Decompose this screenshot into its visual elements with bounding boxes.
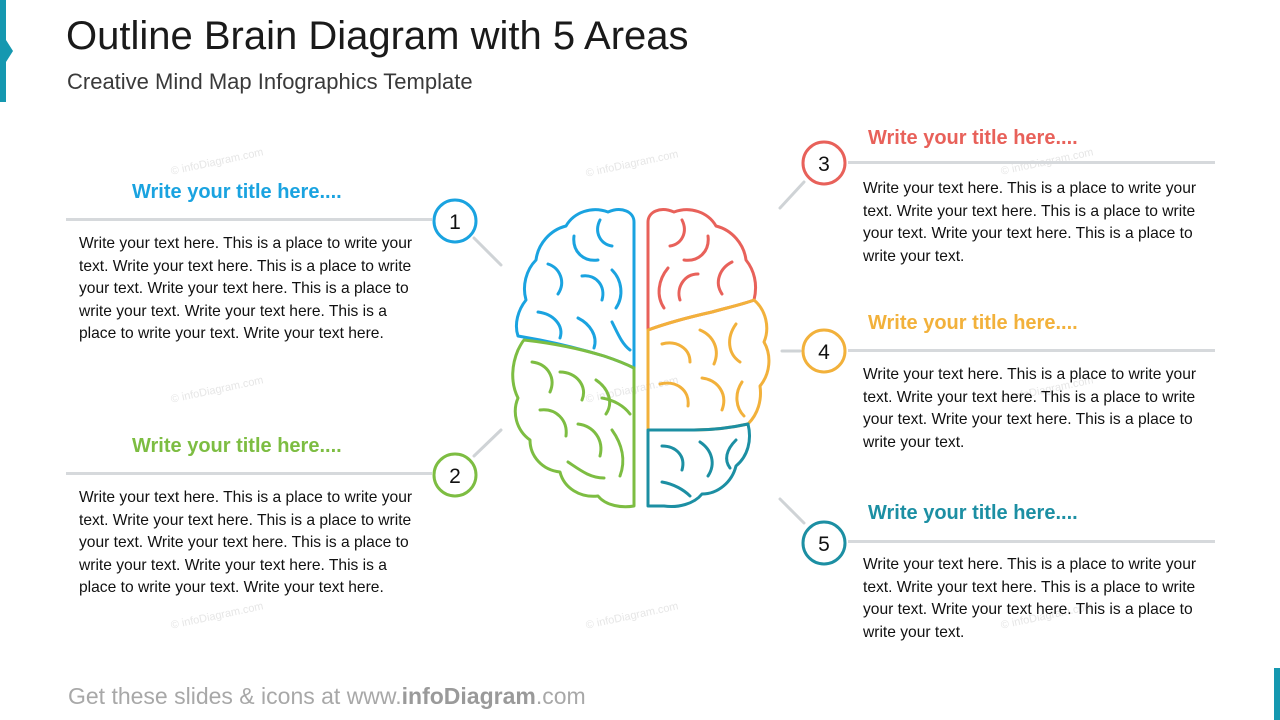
brain-region-1 [514, 208, 636, 370]
area-4-text: Write your text here. This is a place to… [863, 366, 1197, 451]
slide-title: Outline Brain Diagram with 5 Areas [66, 14, 689, 58]
badge-1-number: 1 [449, 211, 461, 234]
badge-3-number: 3 [818, 153, 830, 176]
area-3-rule [848, 161, 1215, 164]
badge-3-ring [801, 140, 847, 186]
badge-4-ring [801, 328, 847, 374]
brain-region-2 [511, 338, 636, 509]
left-accent-bar [0, 0, 6, 102]
right-accent-bar [1274, 668, 1280, 720]
area-4-title: Write your title here.... [868, 312, 1078, 334]
area-3-text: Write your text here. This is a place to… [863, 180, 1197, 265]
badge-5-number: 5 [818, 533, 830, 556]
area-1-title: Write your title here.... [132, 181, 342, 203]
brain-region-5 [646, 422, 751, 508]
brain-region-3 [646, 208, 758, 332]
connector-1 [472, 236, 503, 267]
badge-3: 3 [801, 140, 847, 186]
area-5-rule [848, 540, 1215, 543]
footer-prefix: Get these slides & icons at www. [68, 683, 402, 709]
connector-2 [472, 428, 503, 458]
connector-3 [778, 180, 806, 210]
footer-suffix: .com [535, 683, 586, 709]
badge-2-number: 2 [449, 465, 461, 488]
left-accent-tab [6, 40, 13, 62]
footer-brand: infoDiagram [401, 683, 536, 709]
area-5-text: Write your text here. This is a place to… [863, 556, 1197, 641]
area-1-rule [66, 218, 432, 221]
badge-1: 1 [432, 198, 478, 244]
area-5-title: Write your title here.... [868, 502, 1078, 524]
badge-4-number: 4 [818, 341, 830, 364]
badge-5: 5 [801, 520, 847, 566]
footer-credit[interactable]: Get these slides & icons at www.infoDiag… [68, 683, 586, 710]
area-2-title: Write your title here.... [132, 435, 342, 457]
badge-2-ring [432, 452, 478, 498]
area-2-text: Write your text here. This is a place to… [79, 489, 413, 597]
area-1-text: Write your text here. This is a place to… [79, 235, 413, 343]
badge-5-ring [801, 520, 847, 566]
area-4-rule [848, 349, 1215, 352]
brain-outline-icon [511, 208, 771, 509]
slide-subtitle: Creative Mind Map Infographics Template [67, 69, 473, 94]
area-2-rule [66, 472, 432, 475]
area-3-title: Write your title here.... [868, 127, 1078, 149]
badge-4: 4 [801, 328, 847, 374]
badge-1-ring [432, 198, 478, 244]
badge-2: 2 [432, 452, 478, 498]
brain-region-4 [646, 298, 771, 432]
connector-5 [778, 497, 806, 525]
